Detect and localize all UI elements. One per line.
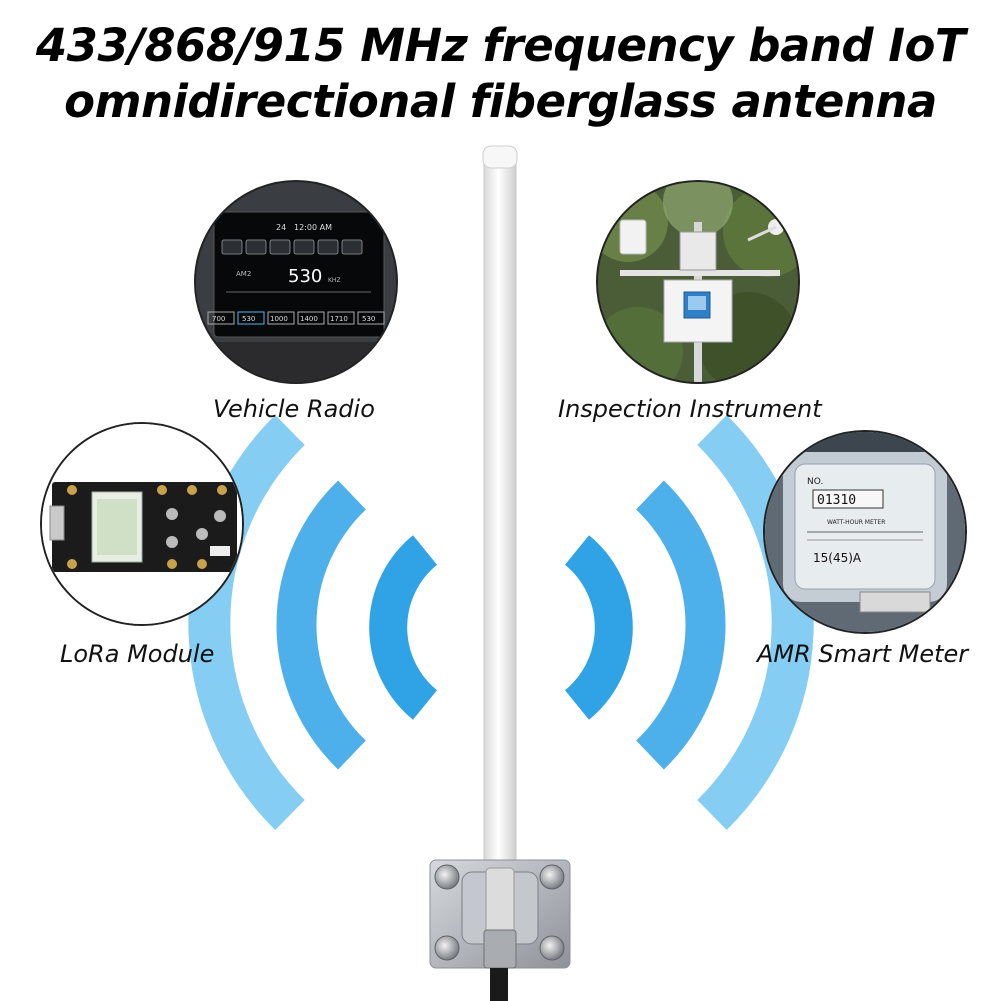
- label-lora-module: LoRa Module: [60, 640, 215, 668]
- bolt-bottom-left: [434, 935, 460, 961]
- title-line-2: omnidirectional fiberglass antenna: [64, 75, 937, 128]
- bolt-bottom-right: [539, 935, 565, 961]
- weather-station-icon: [598, 182, 798, 382]
- right-wave-inner: [564, 535, 633, 720]
- label-inspection-instrument: Inspection Instrument: [558, 395, 822, 423]
- antenna-tip-cap: [482, 145, 518, 169]
- radio-time: 12:00 AM: [294, 223, 332, 232]
- circuit-board-icon: [42, 424, 242, 624]
- car-radio-screen-icon: 24 12:00 AM AM2 530 KHZ 700 530 1000 140…: [196, 182, 396, 382]
- preset-6: 530: [362, 315, 375, 323]
- right-wave-outer: [697, 415, 814, 830]
- radio-band: AM2: [236, 270, 251, 278]
- label-amr-smart-meter: AMR Smart Meter: [757, 640, 969, 668]
- left-wave-outer: [188, 415, 305, 830]
- label-vehicle-radio: Vehicle Radio: [213, 395, 375, 423]
- right-signal-waves: [564, 415, 814, 830]
- n-connector: [483, 929, 517, 969]
- fiberglass-antenna: [429, 145, 571, 1001]
- radio-frequency: 530: [288, 266, 322, 287]
- radio-presets: 700 530 1000 1400 1710 530: [207, 311, 385, 325]
- radio-volume: 24: [276, 223, 286, 232]
- preset-5: 1710: [330, 315, 348, 323]
- meter-rating: 15(45)A: [813, 551, 862, 565]
- amr-smart-meter-image: NO. 01310 WATT-HOUR METER 15(45)A: [763, 430, 967, 634]
- preset-1: 700: [212, 315, 225, 323]
- antenna-rod: [483, 147, 517, 889]
- meter-type: WATT-HOUR METER: [827, 519, 885, 526]
- left-wave-inner: [369, 535, 438, 720]
- preset-2: 530: [242, 315, 255, 323]
- preset-3: 1000: [270, 315, 288, 323]
- electric-meter-icon: NO. 01310 WATT-HOUR METER 15(45)A: [765, 432, 965, 632]
- left-wave-middle: [276, 480, 367, 770]
- page-title: 433/868/915 MHz frequency band IoT omnid…: [0, 18, 1001, 130]
- vehicle-radio-image: 24 12:00 AM AM2 530 KHZ 700 530 1000 140…: [194, 180, 398, 384]
- radio-unit: KHZ: [328, 277, 341, 284]
- title-line-1: 433/868/915 MHz frequency band IoT: [35, 19, 966, 72]
- meter-reading: 01310: [817, 493, 856, 508]
- left-signal-waves: [188, 415, 438, 830]
- inspection-instrument-image: [596, 180, 800, 384]
- bolt-top-right: [539, 864, 565, 890]
- right-wave-middle: [635, 480, 726, 770]
- bolt-top-left: [434, 864, 460, 890]
- preset-4: 1400: [300, 315, 318, 323]
- meter-no-label: NO.: [807, 477, 823, 487]
- lora-module-image: [40, 422, 244, 626]
- coax-cable: [490, 968, 508, 1001]
